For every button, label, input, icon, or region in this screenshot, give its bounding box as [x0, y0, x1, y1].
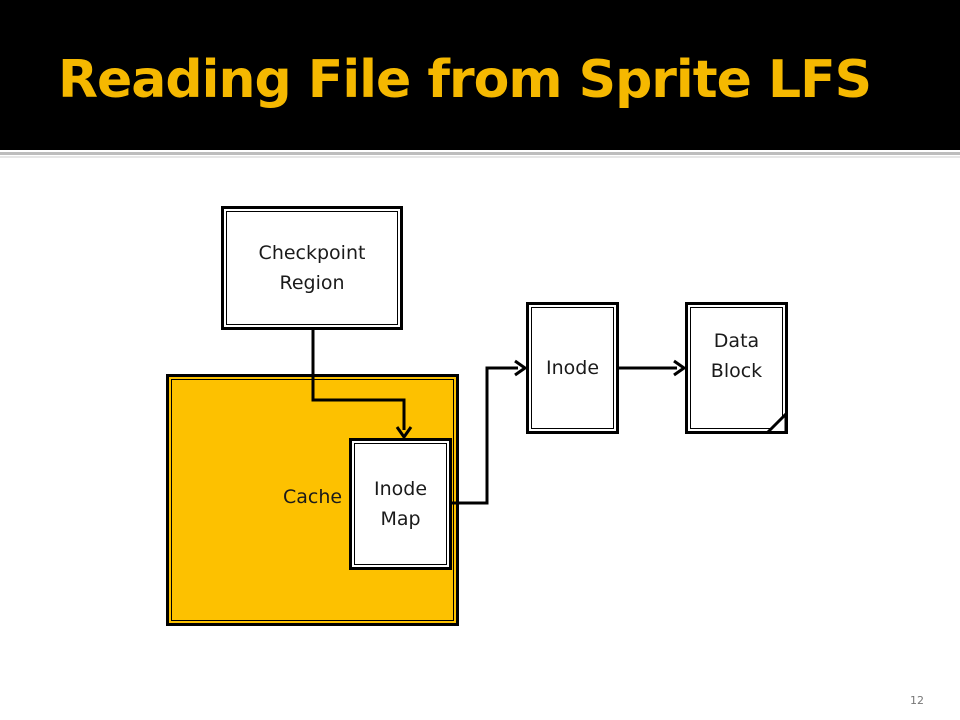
page-number: 12 [910, 694, 924, 707]
inode-map-box: Inode Map [349, 438, 452, 570]
cache-label: Cache [283, 486, 343, 508]
arrowhead-right-icon [514, 359, 527, 377]
data-block-label: Data Block [710, 330, 763, 382]
page-fold-line [771, 417, 783, 429]
inode-box: Inode [526, 302, 619, 434]
title-divider [0, 152, 960, 155]
title-bar: Reading File from Sprite LFS [0, 0, 960, 150]
checkpoint-region-box: Checkpoint Region [221, 206, 403, 330]
inode-label: Inode [545, 357, 600, 379]
checkpoint-region-label: Checkpoint Region [258, 242, 366, 294]
connector-checkpoint-to-inode-map [311, 330, 406, 430]
slide-title: Reading File from Sprite LFS [58, 50, 872, 110]
inode-map-label: Inode Map [373, 478, 428, 530]
title-divider-light [0, 156, 960, 158]
connector-inode-map-to-inode [452, 366, 518, 505]
data-block-box: Data Block [685, 302, 788, 434]
arrowhead-right-icon [673, 359, 686, 377]
arrowhead-down-icon [395, 426, 413, 439]
